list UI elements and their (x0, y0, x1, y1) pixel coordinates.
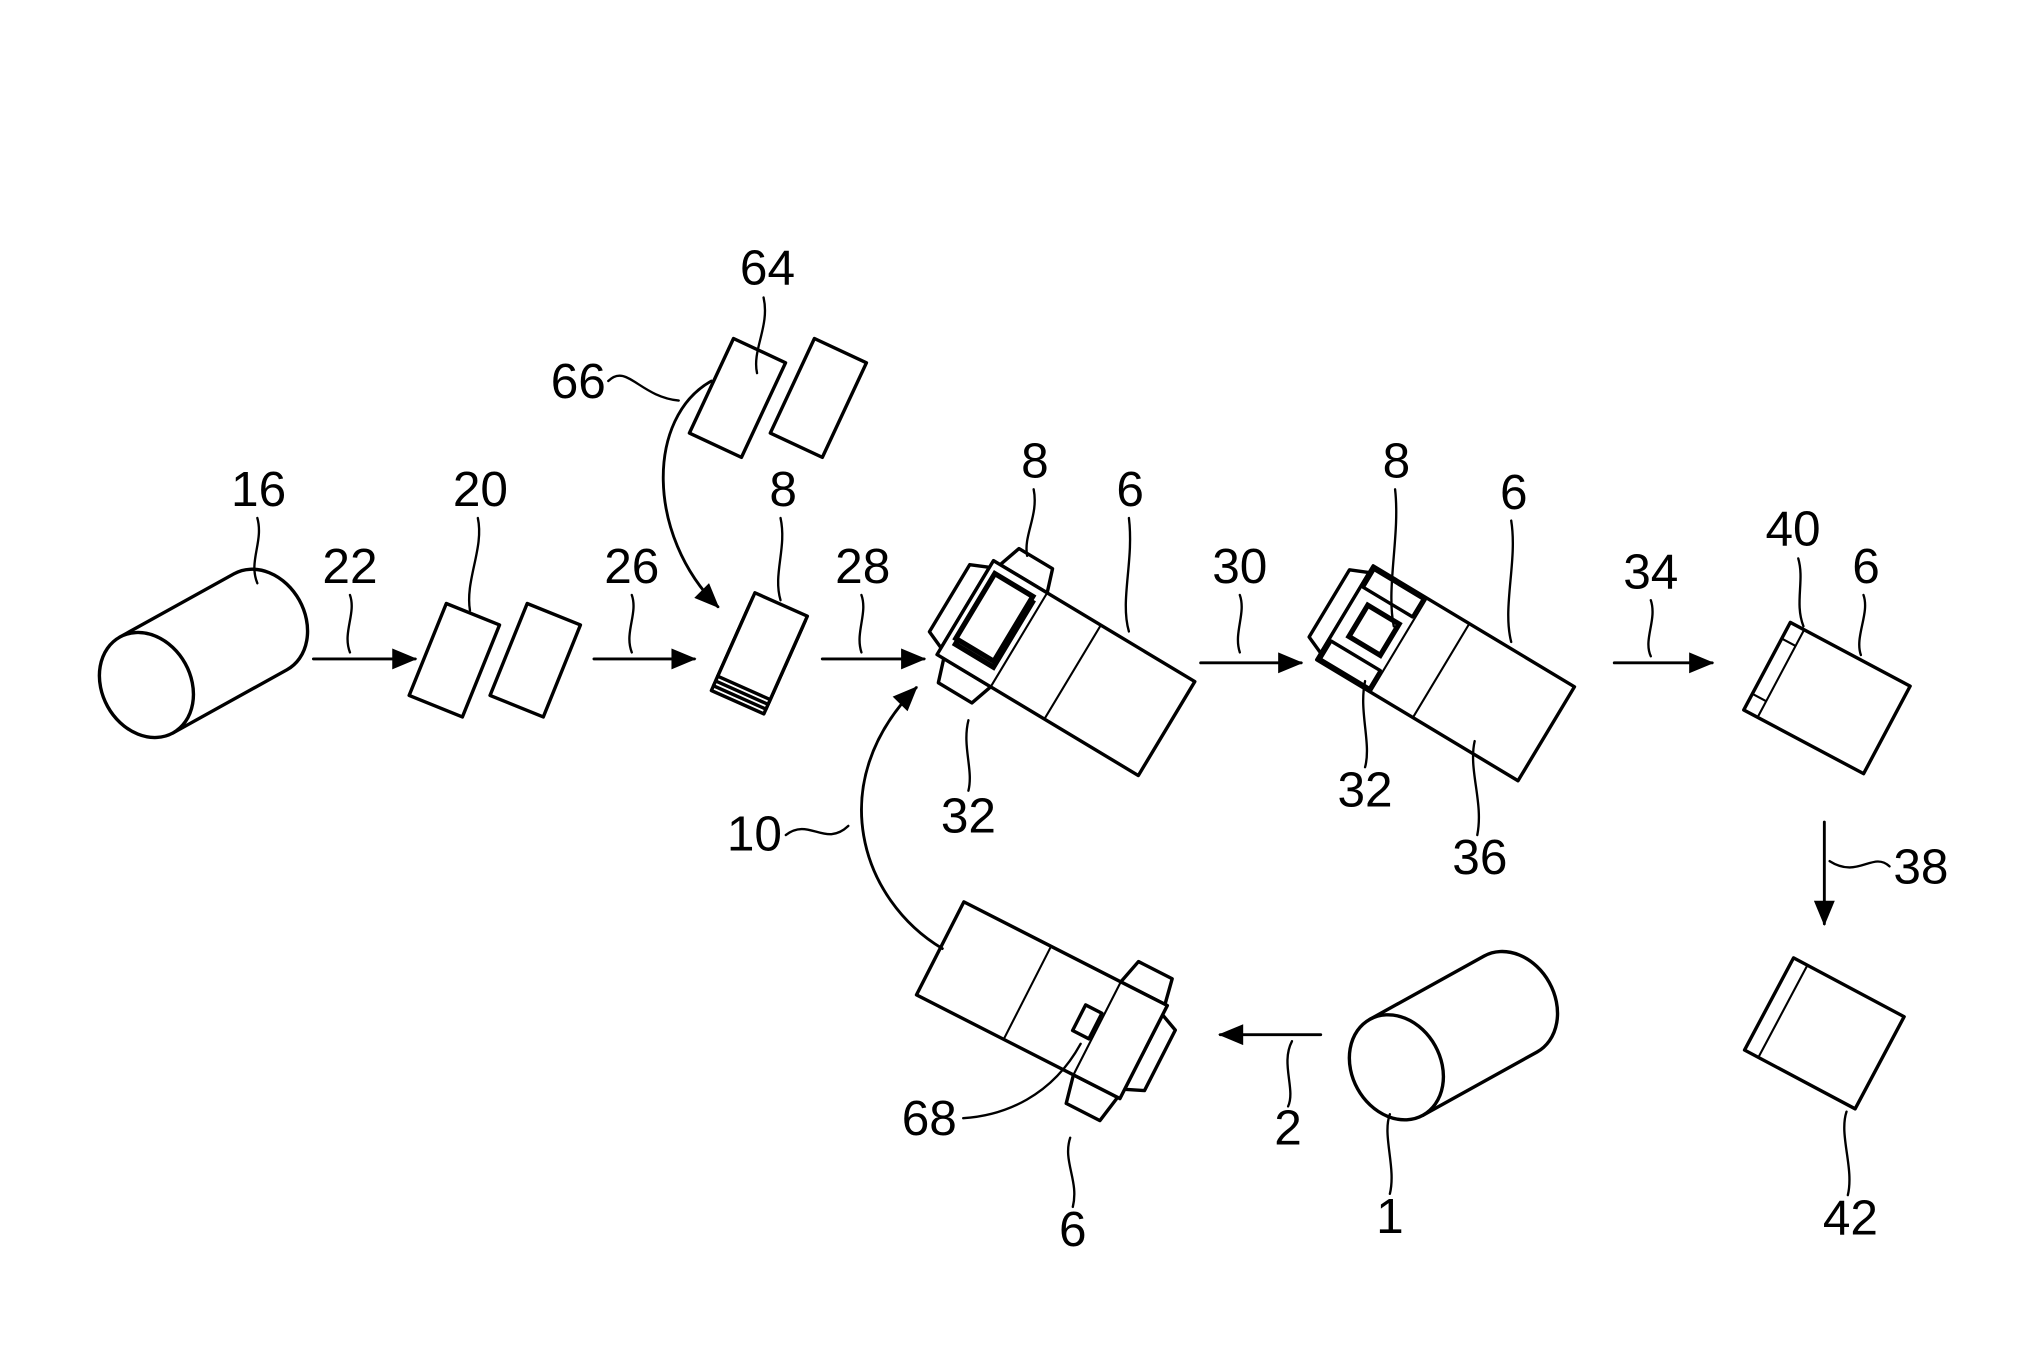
leader-20 (469, 518, 479, 611)
label-10: 10 (727, 806, 782, 862)
leader-2 (1287, 1041, 1292, 1106)
label-38: 38 (1893, 838, 1948, 894)
label-36: 36 (1452, 829, 1507, 885)
label-6-a: 6 (1116, 461, 1144, 517)
leader-28 (860, 595, 864, 652)
carton-6-folding (1301, 556, 1574, 780)
label-66: 66 (551, 353, 606, 409)
leader-32-b (1363, 681, 1367, 767)
leader-30 (1238, 595, 1242, 652)
blank-64-second (770, 339, 866, 458)
label-6-b: 6 (1500, 464, 1528, 520)
leader-6-a (1126, 518, 1130, 632)
leader-32-a (966, 720, 969, 790)
leader-6-c (1859, 595, 1865, 655)
label-2: 2 (1274, 1099, 1302, 1155)
leader-6-b (1508, 521, 1513, 642)
package-42 (1745, 958, 1905, 1109)
leader-26 (629, 595, 633, 652)
label-40: 40 (1765, 500, 1820, 556)
package-42-body (1745, 958, 1905, 1109)
blank-64-first (689, 339, 785, 458)
leader-34 (1648, 600, 1652, 656)
label-42: 42 (1823, 1189, 1878, 1245)
carton-6-open-with-stack (909, 531, 1207, 796)
leader-8-b (1026, 489, 1034, 556)
leader-40 (1798, 558, 1803, 626)
label-34: 34 (1623, 543, 1678, 599)
label-6-d: 6 (1059, 1201, 1087, 1257)
label-64: 64 (740, 239, 795, 295)
blanks-20 (409, 603, 580, 716)
label-20: 20 (453, 461, 508, 517)
leader-66 (608, 376, 678, 401)
blank-20-second (490, 603, 580, 716)
roll-16 (81, 552, 326, 754)
leader-6-d (1068, 1138, 1074, 1207)
label-30: 30 (1212, 538, 1267, 594)
blank-body (916, 902, 1167, 1099)
label-32-a: 32 (941, 787, 996, 843)
blank-20-first (409, 603, 499, 716)
stack-8 (711, 593, 807, 714)
label-8-c: 8 (1383, 433, 1411, 489)
leader-38 (1830, 861, 1890, 867)
leader-1 (1387, 1114, 1391, 1194)
carton-6-closed (1744, 622, 1910, 773)
blanks-64 (689, 339, 866, 458)
leader-8-a (778, 518, 782, 600)
stack-8-top-sheet (718, 593, 808, 700)
label-6-c: 6 (1852, 538, 1880, 594)
label-8-b: 8 (1021, 433, 1049, 489)
label-68: 68 (902, 1090, 957, 1146)
label-22: 22 (322, 538, 377, 594)
label-16: 16 (231, 461, 286, 517)
leader-22 (348, 595, 352, 652)
label-8-a: 8 (769, 461, 797, 517)
feed-arrow-10 (861, 688, 942, 949)
leader-10 (786, 826, 849, 835)
label-26: 26 (604, 538, 659, 594)
roll-1 (1331, 935, 1576, 1137)
carton-body (937, 561, 1195, 776)
label-28: 28 (835, 538, 890, 594)
leader-42 (1844, 1112, 1849, 1196)
label-1: 1 (1376, 1188, 1404, 1244)
label-32-b: 32 (1337, 761, 1392, 817)
